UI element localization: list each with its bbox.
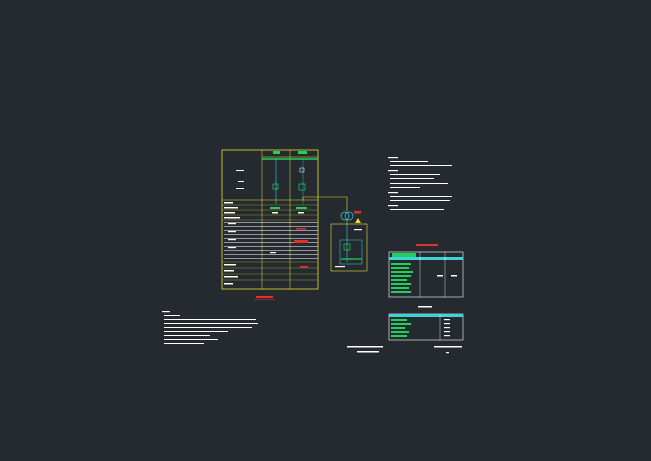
equipment-table-frame	[388, 251, 464, 298]
cabinet-label	[354, 229, 362, 231]
equipment-table-header	[392, 253, 416, 257]
transformer-winding-2	[344, 211, 354, 221]
equipment-table-rows	[391, 263, 413, 293]
sheet-number	[446, 352, 449, 354]
transformer-cabinet	[330, 223, 368, 272]
equipment-table	[388, 244, 464, 298]
load-table-rows	[391, 319, 411, 337]
transformer-winding-1	[340, 211, 350, 221]
row-label-column	[224, 202, 240, 285]
panel-title-label	[256, 296, 273, 298]
title-block	[347, 346, 462, 354]
equipment-cell-2	[451, 275, 457, 277]
general-notes-block	[162, 311, 258, 344]
drawing-title-line-1	[347, 346, 383, 348]
cabinet-breaker	[343, 243, 351, 251]
load-table-title	[418, 306, 432, 308]
parameter-table-stripes	[224, 222, 318, 259]
table-cell-white-3	[270, 252, 276, 254]
feeder-2-device	[299, 167, 305, 173]
left-description-line-2	[238, 181, 244, 182]
transformer-tag-red	[354, 211, 361, 214]
cabinet-inner-frame	[339, 239, 363, 265]
transformer-connection	[302, 196, 368, 272]
load-table	[388, 306, 464, 341]
table-cell-white-2	[298, 212, 304, 214]
transformer-warning-flag	[355, 218, 361, 223]
load-table-header	[389, 314, 463, 317]
table-cell-red-1	[296, 228, 306, 230]
table-cell-white-1	[272, 212, 278, 214]
drawing-title-line-2	[357, 351, 379, 353]
table-cell-green-2	[296, 207, 307, 209]
left-description-line-1	[236, 170, 244, 171]
table-cell-red-2	[294, 240, 308, 243]
table-cell-red-3	[300, 266, 308, 268]
equipment-table-title	[416, 244, 438, 246]
parameter-table-rows	[222, 204, 318, 281]
load-table-values	[444, 319, 450, 337]
table-cell-green-1	[270, 207, 280, 209]
panel-outer-frame	[221, 149, 319, 290]
cabinet-label-2	[335, 266, 345, 268]
header-label-right	[298, 151, 307, 154]
drawing-number	[434, 346, 462, 348]
switchgear-panel	[221, 149, 319, 300]
feed-line-to-transformer	[302, 196, 348, 211]
left-description-line-3	[236, 188, 244, 189]
design-notes-block	[388, 157, 452, 210]
header-label-left	[273, 151, 280, 154]
feeder-2-breaker	[298, 183, 306, 191]
equipment-table-col-header	[389, 257, 463, 260]
equipment-cell-1	[437, 275, 443, 277]
feeder-1-breaker	[272, 183, 279, 190]
